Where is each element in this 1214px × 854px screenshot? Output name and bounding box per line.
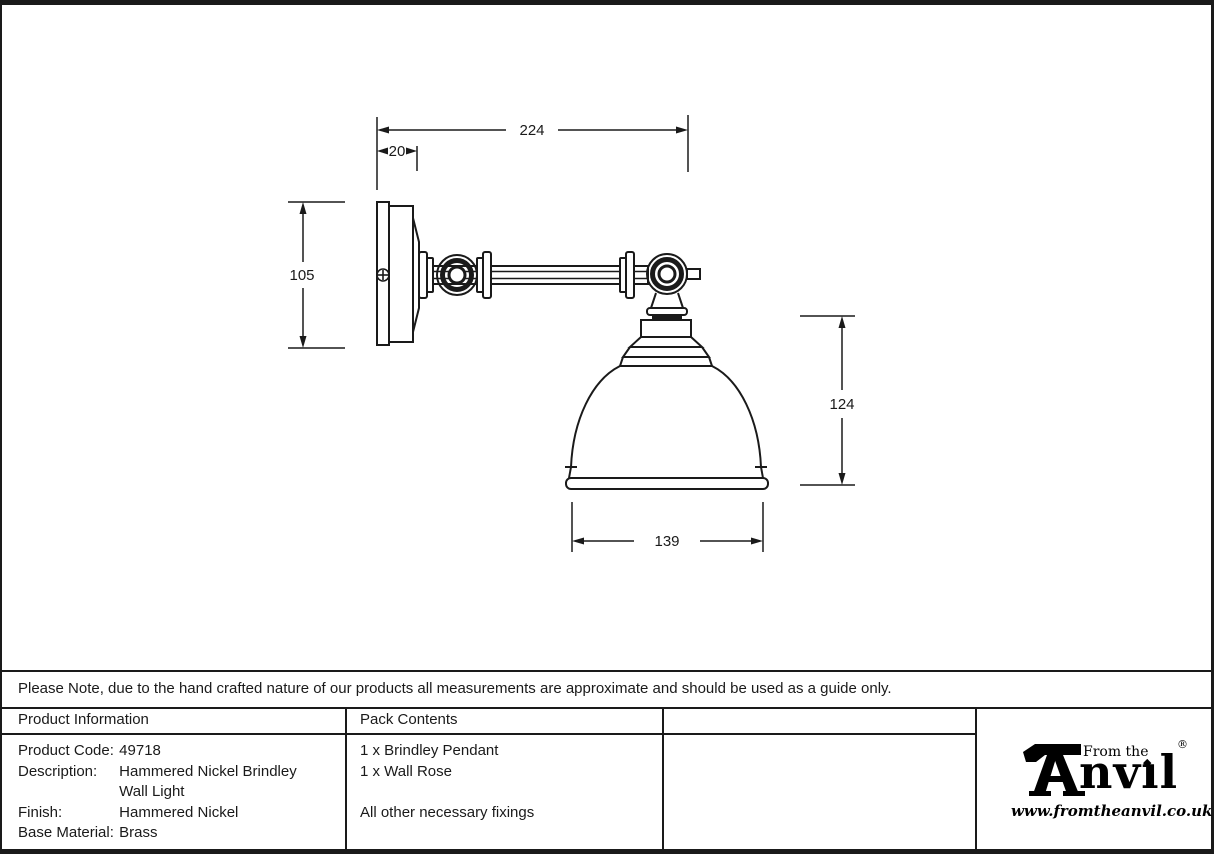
dim-label-backplate-depth: 20 <box>389 143 406 160</box>
rule-below-note <box>0 707 1214 709</box>
screw-icon <box>376 268 390 282</box>
dim-label-shade-diameter: 139 <box>654 533 679 550</box>
knuckle-joint-left <box>436 254 478 296</box>
finish-value: Hammered Nickel <box>119 804 239 821</box>
dim-label-backplate-height: 105 <box>289 267 314 284</box>
table-row: Base Material: Brass <box>18 823 158 843</box>
list-item: 1 x Brindley Pendant <box>360 742 499 759</box>
rule-header-underline <box>0 733 975 735</box>
dimension-lines <box>288 115 855 552</box>
rule-above-note <box>0 670 1214 672</box>
border-left <box>0 0 2 854</box>
brand-logo-row: From the nvıl ◆ ® <box>1005 738 1205 802</box>
table-row: Wall Light <box>18 782 184 802</box>
border-bottom <box>0 849 1214 854</box>
dimension-shade-diameter <box>571 502 764 552</box>
brand-name: nvıl <box>1079 745 1179 799</box>
dimension-backplate-height <box>288 201 345 349</box>
shade-neck <box>646 292 688 320</box>
description-value-line2: Wall Light <box>119 783 185 800</box>
base-material-label: Base Material: <box>18 824 114 841</box>
dimension-shade-height <box>800 315 855 486</box>
product-code-value: 49718 <box>119 742 161 759</box>
divider-empty-logo <box>975 707 977 849</box>
knuckle-joint-right <box>646 253 701 295</box>
dim-label-overall-width: 224 <box>519 122 544 139</box>
technical-drawing: 224 20 105 124 139 <box>288 115 855 552</box>
product-info-header: Product Information <box>18 711 149 728</box>
list-item: All other necessary fixings <box>360 804 535 821</box>
lamp-shade <box>565 319 769 490</box>
table-row: Product Code: 49718 <box>18 741 161 761</box>
measurement-note: Please Note, due to the hand crafted nat… <box>18 680 892 697</box>
registered-mark: ® <box>1177 738 1188 751</box>
table-row: Description: Hammered Nickel Brindley <box>18 762 297 782</box>
product-code-label: Product Code: <box>18 742 114 759</box>
anvil-icon <box>1023 744 1085 796</box>
description-value-line1: Hammered Nickel Brindley <box>119 763 297 780</box>
divider-pack-empty <box>662 707 664 849</box>
dim-label-shade-height: 124 <box>829 396 854 413</box>
dimension-backplate-depth <box>377 146 418 171</box>
arm-collars <box>418 251 635 299</box>
diamond-icon: ◆ <box>1143 757 1152 769</box>
table-row: Finish: Hammered Nickel <box>18 803 238 823</box>
border-top <box>0 0 1214 5</box>
dimension-overall-width <box>376 115 689 190</box>
description-label: Description: <box>18 763 98 780</box>
finish-label: Finish: <box>18 804 63 821</box>
border-right <box>1211 0 1214 854</box>
list-item: 1 x Wall Rose <box>360 763 452 780</box>
base-material-value: Brass <box>119 824 158 841</box>
brand-tagline: From the <box>1083 744 1149 760</box>
divider-product-pack <box>345 707 347 849</box>
pack-contents-header: Pack Contents <box>360 711 458 728</box>
brand-website: www.fromtheanvil.co.uk <box>1011 802 1213 820</box>
brand-logo: From the nvıl ◆ ® www.fromtheanvil.co.uk <box>1005 738 1213 838</box>
